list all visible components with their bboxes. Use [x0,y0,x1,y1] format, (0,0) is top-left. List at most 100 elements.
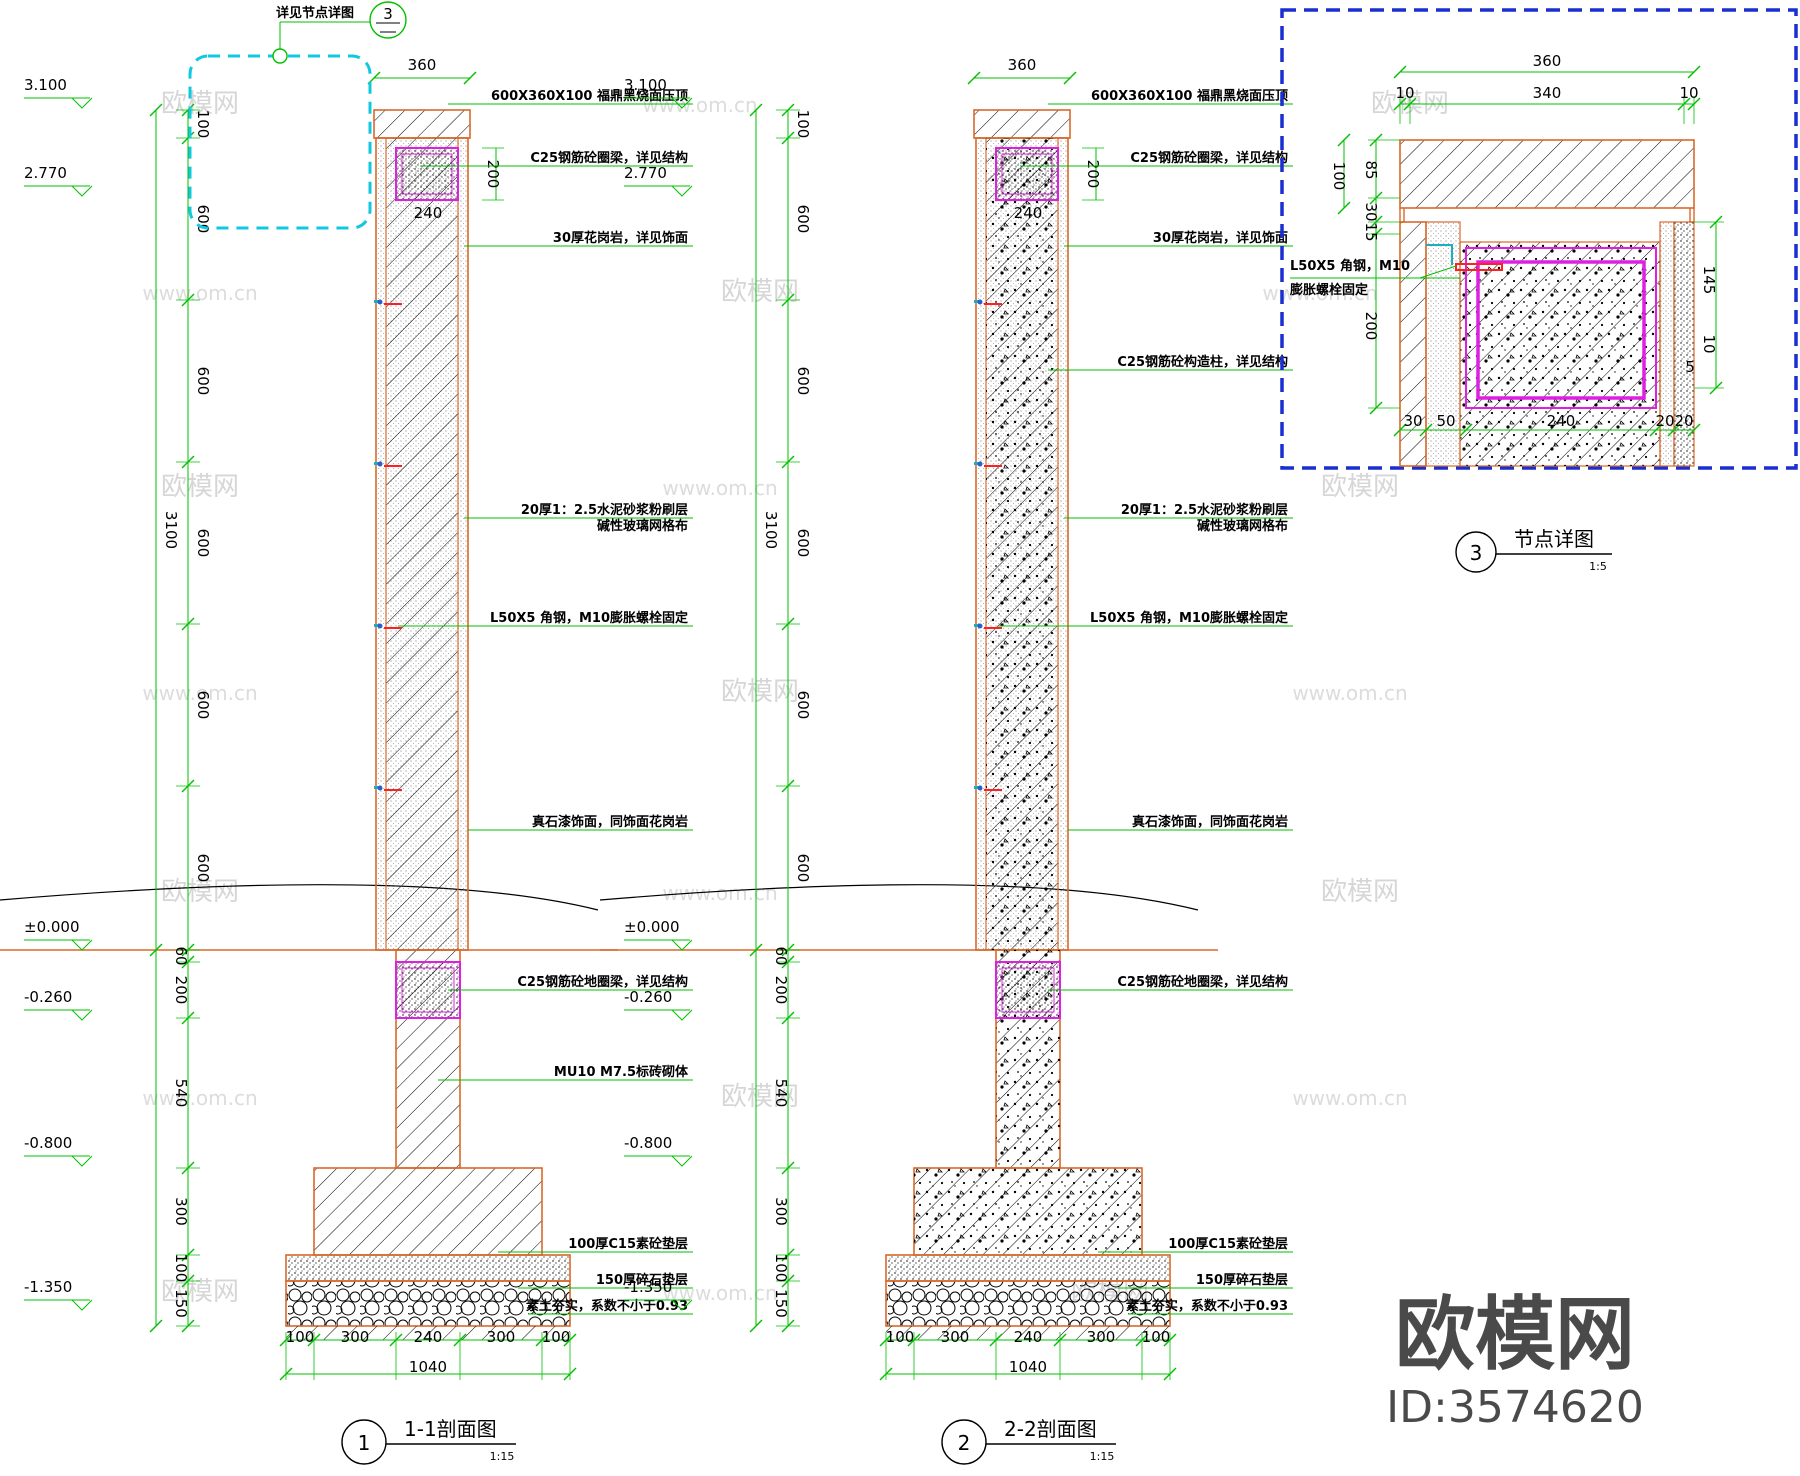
elevation-label: -1.350 [624,1278,672,1296]
elevation-triangle [671,1299,693,1311]
detail-core-concrete [1460,242,1660,466]
detail-dim-label: 10 [1679,84,1698,102]
dim-tick [149,103,163,117]
detail-coping [1399,139,1695,209]
note-text: 素土夯实，系数不小于0.93 [526,1298,688,1314]
bolt-head [977,461,983,467]
coping-stone [373,109,471,139]
dim-tick [279,1367,293,1381]
note-text: 20厚1：2.5水泥砂浆粉刷层 [521,502,688,518]
detail-dim-left-label: 15 [1362,222,1380,241]
dim-bottom-label: 240 [414,1328,443,1346]
bolt-head [377,299,383,305]
detail-beam-rebar [1476,260,1646,400]
dim-tick [749,943,763,957]
callout-box [188,54,372,230]
dim-label-vertical-lower: 200 [772,976,790,1005]
detail-scale: 1:5 [1589,560,1607,573]
concrete-cushion [885,1254,1171,1282]
section-number: 2 [958,1431,971,1455]
note-text: 100厚C15素砼垫层 [568,1236,688,1252]
steel-angle [974,300,980,303]
note-text: C25钢筋砼构造柱，详见结构 [1117,354,1288,370]
callout-number: 3 [383,5,393,23]
steel-angle [974,624,980,627]
elevation-label: -0.800 [624,1134,672,1152]
dim-tick [1393,65,1407,79]
dim-beam-width: 240 [1014,204,1043,222]
detail-dim-right-label: 145 [1700,266,1718,295]
steel-angle [974,462,980,465]
detail-dim-bottom-label: 20 [1674,412,1693,430]
dim-tick [1459,423,1473,437]
detail-dim-bottom-label: 20 [1655,412,1674,430]
ring-beam-inner [1001,153,1053,195]
watermark-text: 欧模网 [161,89,239,119]
dim-bottom-label: 100 [1142,1328,1171,1346]
steel-angle [374,624,380,627]
section-2: 3.1002.770±0.000-0.260-0.800-1.350100600… [599,56,1293,1465]
elevation-marker: 3.100 [624,76,693,109]
dim-label-vertical: 600 [194,367,212,396]
dim-top-label: 360 [408,56,437,74]
dim-tick [1393,423,1407,437]
dim-bottom-label: 240 [1014,1328,1043,1346]
elevation-marker: ±0.000 [24,918,93,951]
note-text: 素土夯实，系数不小于0.93 [1126,1298,1288,1314]
note-text: 碱性玻璃网格布 [597,518,688,534]
note-text: 真石漆饰面，同饰面花岗岩 [1132,814,1288,830]
elevation-triangle [71,1299,93,1311]
dim-tick [149,943,163,957]
elevation-label: 3.100 [24,76,67,94]
note-text: 碱性玻璃网格布 [1197,518,1288,534]
note-text: 150厚碎石垫层 [1196,1272,1288,1288]
detail-dim-bottom-label: 50 [1436,412,1455,430]
dim-beam-height: 200 [484,160,502,189]
watermark-text: www.om.cn [662,476,777,500]
callout-node [272,48,288,64]
dim-label-vertical: 600 [794,854,812,883]
footing-concrete [914,1168,1142,1255]
section-number-circle [341,1419,387,1465]
dim-tick [563,1367,577,1381]
dim-tick [1649,423,1663,437]
bolt-head [377,623,383,629]
elevation-label: -0.260 [624,988,672,1006]
watermark-text: 欧模网 [161,1277,239,1307]
dim-label-vertical-lower: 60 [172,946,190,965]
steel-angle [374,300,380,303]
detail-dim-label: 340 [1533,84,1562,102]
section-title: 2-2剖面图 [1004,1417,1097,1441]
detail-dim-right-label: 5 [1685,358,1695,376]
section-1: 3.1002.770±0.000-0.260-0.800-1.350100600… [0,56,693,1465]
elevation-marker: -0.800 [624,1134,693,1167]
detail-angle-profile [1426,244,1453,265]
dim-label-vertical-lower: 150 [172,1289,190,1318]
dim-label-total-height: 3100 [762,511,780,549]
bolt-head [377,461,383,467]
dim-label-vertical: 600 [194,529,212,558]
detail-beam-outer [1465,247,1657,409]
dim-tick [1337,201,1351,215]
compacted-soil [286,1326,570,1340]
dim-tick [967,71,981,85]
dim-label-vertical: 600 [794,205,812,234]
bolt-head [977,299,983,305]
elevation-triangle [671,185,693,197]
dim-label-vertical-lower: 200 [172,976,190,1005]
ring-beam-inner [401,153,453,195]
brand-id: ID:3574620 [1386,1382,1644,1433]
elevation-triangle [671,1009,693,1021]
note-text: C25钢筋砼地圈梁，详见结构 [1117,974,1288,990]
note-text: L50X5 角钢，M10膨胀螺栓固定 [1090,610,1288,626]
watermark-text: 欧模网 [161,472,239,502]
concrete-cushion [285,1254,571,1282]
dim-label-vertical: 600 [794,691,812,720]
elevation-marker: -1.350 [624,1278,693,1311]
dim-label-vertical-lower: 150 [772,1289,790,1318]
detail-number-circle [1455,531,1497,573]
detail-dim-label: 360 [1533,52,1562,70]
elevation-label: 2.770 [24,164,67,182]
